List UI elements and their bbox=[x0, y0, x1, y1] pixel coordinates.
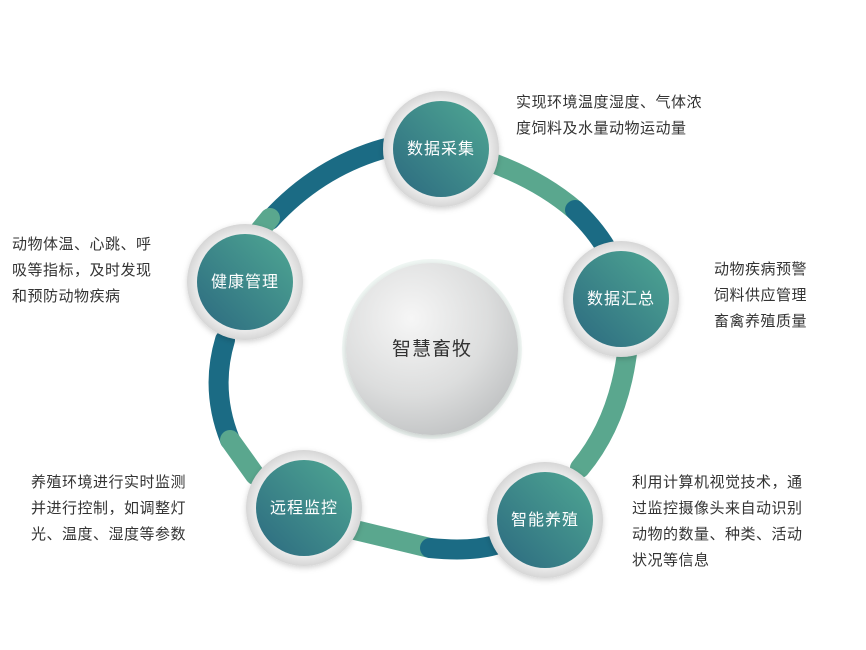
ring-segment bbox=[220, 430, 265, 485]
description-line: 动物的数量、种类、活动 bbox=[632, 525, 803, 543]
node-circle-remote-monitoring bbox=[246, 450, 362, 566]
node-circle-data-collection bbox=[383, 91, 499, 207]
ring-segment bbox=[208, 330, 240, 450]
description-data-aggregation: 动物疾病预警 饲料供应管理 畜禽养殖质量 bbox=[714, 256, 807, 334]
ring-segment bbox=[420, 535, 505, 560]
description-line: 光、温度、湿度等参数 bbox=[31, 525, 187, 543]
description-health-management: 动物体温、心跳、呼 吸等指标，及时发现 和预防动物疾病 bbox=[12, 231, 152, 309]
node-label-remote-monitoring: 远程监控 bbox=[269, 498, 338, 517]
description-line: 吸等指标，及时发现 bbox=[12, 261, 152, 279]
description-line: 和预防动物疾病 bbox=[12, 287, 121, 305]
description-line: 动物疾病预警 bbox=[714, 260, 808, 278]
description-line: 利用计算机视觉技术，通 bbox=[632, 473, 803, 491]
node-circle-smart-farming bbox=[487, 462, 603, 578]
connector-ring bbox=[208, 137, 638, 560]
node-circle-health-management bbox=[187, 224, 303, 340]
description-remote-monitoring: 养殖环境进行实时监测 并进行控制，如调整灯 光、温度、湿度等参数 bbox=[31, 469, 186, 547]
description-line: 畜禽养殖质量 bbox=[714, 312, 808, 330]
node-circle-data-aggregation bbox=[563, 241, 679, 357]
ring-segment bbox=[260, 137, 400, 230]
description-line: 动物体温、心跳、呼 bbox=[12, 235, 152, 253]
description-line: 实现环境温度湿度、气体浓 bbox=[516, 93, 703, 111]
ring-segment bbox=[480, 152, 585, 220]
center-circle bbox=[342, 259, 522, 439]
description-line: 状况等信息 bbox=[632, 551, 710, 569]
description-line: 饲料供应管理 bbox=[714, 286, 808, 304]
description-data-collection: 实现环境温度湿度、气体浓 度饲料及水量动物运动量 bbox=[516, 89, 702, 141]
description-line: 度饲料及水量动物运动量 bbox=[516, 119, 687, 137]
ring-segment bbox=[345, 520, 440, 558]
description-line: 过监控摄像头来自动识别 bbox=[632, 499, 803, 517]
node-label-data-collection: 数据采集 bbox=[406, 139, 475, 158]
description-line: 养殖环境进行实时监测 bbox=[31, 473, 187, 491]
node-label-health-management: 健康管理 bbox=[210, 272, 279, 291]
node-label-data-aggregation: 数据汇总 bbox=[586, 289, 655, 308]
node-label-smart-farming: 智能养殖 bbox=[510, 510, 579, 529]
description-smart-farming: 利用计算机视觉技术，通 过监控摄像头来自动识别 动物的数量、种类、活动 状况等信… bbox=[632, 469, 803, 573]
ring-segment bbox=[570, 335, 638, 478]
center-title: 智慧畜牧 bbox=[391, 338, 472, 360]
description-line: 并进行控制，如调整灯 bbox=[31, 499, 187, 517]
